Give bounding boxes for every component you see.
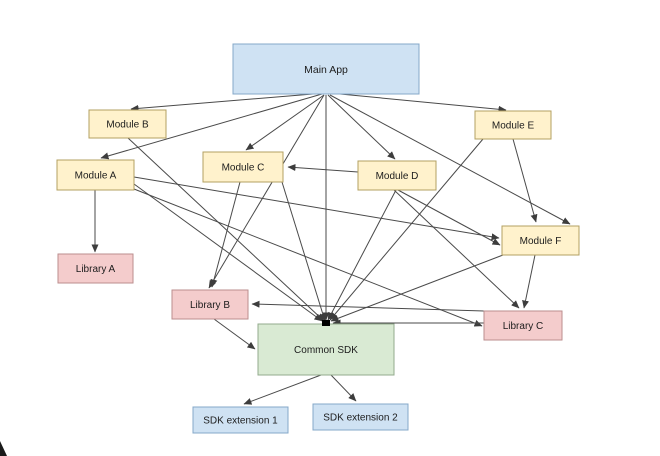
node-label-library-b: Library B bbox=[190, 300, 230, 311]
node-label-module-f: Module F bbox=[520, 236, 562, 247]
node-sdk-ext-1: SDK extension 1 bbox=[192, 406, 289, 434]
edge-common-sdk-to-sdk-ext-2 bbox=[330, 374, 357, 402]
node-label-sdk-ext-2: SDK extension 2 bbox=[323, 413, 398, 424]
node-module-e: Module E bbox=[474, 110, 552, 140]
edge-module-e-to-module-f bbox=[512, 138, 538, 223]
edge-main-app-to-module-f bbox=[329, 94, 571, 225]
edge-layer bbox=[91, 93, 571, 405]
node-box-sdk-ext-2 bbox=[312, 403, 409, 431]
node-module-c: Module C bbox=[202, 151, 284, 183]
edge-module-c-to-library-b bbox=[210, 181, 241, 288]
node-module-d: Module D bbox=[357, 160, 437, 191]
node-label-module-d: Module D bbox=[376, 171, 419, 182]
node-box-sdk-ext-1 bbox=[192, 406, 289, 434]
edge-module-c-to-common-sdk bbox=[281, 181, 327, 322]
node-common-sdk: Common SDK bbox=[257, 323, 395, 376]
node-box-module-d bbox=[357, 160, 437, 191]
node-box-library-c bbox=[483, 310, 563, 341]
page-corner-artifact bbox=[0, 441, 7, 456]
node-label-library-c: Library C bbox=[503, 321, 544, 332]
node-label-module-e: Module E bbox=[492, 121, 535, 132]
edge-module-a-to-library-c bbox=[133, 188, 483, 327]
node-box-library-b bbox=[171, 289, 249, 320]
node-label-library-a: Library A bbox=[76, 264, 116, 275]
node-box-module-c bbox=[202, 151, 284, 183]
edge-main-app-to-module-d bbox=[327, 94, 396, 160]
node-box-library-a bbox=[57, 253, 134, 284]
node-box-module-f bbox=[501, 225, 580, 256]
edge-main-app-to-module-e bbox=[339, 93, 507, 113]
node-box-module-b bbox=[88, 109, 167, 139]
edge-main-app-to-module-c bbox=[245, 94, 325, 151]
node-sdk-ext-2: SDK extension 2 bbox=[312, 403, 409, 431]
node-main-app: Main App bbox=[232, 43, 420, 95]
decor-layer bbox=[0, 320, 330, 456]
edge-library-c-to-library-b bbox=[251, 300, 485, 312]
edge-module-d-to-common-sdk bbox=[327, 189, 397, 321]
node-box-common-sdk bbox=[257, 323, 395, 376]
node-box-module-e bbox=[474, 110, 552, 140]
node-module-f: Module F bbox=[501, 225, 580, 256]
node-module-b: Module B bbox=[88, 109, 167, 139]
edge-common-sdk-to-sdk-ext-1 bbox=[243, 374, 322, 405]
node-box-main-app bbox=[232, 43, 420, 95]
edge-main-app-to-library-b bbox=[208, 94, 325, 289]
edge-module-f-to-library-c bbox=[522, 254, 536, 309]
edge-module-d-to-library-c bbox=[393, 189, 520, 309]
node-label-module-a: Module A bbox=[75, 171, 117, 182]
node-module-a: Module A bbox=[56, 159, 135, 191]
edge-main-app-to-module-b bbox=[130, 93, 314, 112]
edge-library-b-to-common-sdk bbox=[213, 318, 256, 350]
edge-module-a-to-module-f bbox=[133, 176, 500, 241]
node-library-a: Library A bbox=[57, 253, 134, 284]
edge-convergence-dot bbox=[322, 320, 330, 326]
node-library-b: Library B bbox=[171, 289, 249, 320]
node-box-module-a bbox=[56, 159, 135, 191]
edge-module-f-to-common-sdk bbox=[330, 254, 504, 322]
edge-module-a-to-common-sdk bbox=[133, 183, 323, 322]
edge-module-e-to-common-sdk bbox=[329, 138, 484, 321]
edge-module-d-to-module-c bbox=[287, 164, 359, 173]
edge-module-d-to-module-f bbox=[397, 189, 501, 246]
node-label-main-app: Main App bbox=[304, 64, 348, 76]
node-library-c: Library C bbox=[483, 310, 563, 341]
edge-module-b-to-common-sdk bbox=[127, 137, 325, 322]
node-label-module-c: Module C bbox=[222, 163, 265, 174]
node-label-module-b: Module B bbox=[106, 120, 149, 131]
node-label-common-sdk: Common SDK bbox=[294, 345, 358, 356]
node-label-sdk-ext-1: SDK extension 1 bbox=[203, 416, 278, 427]
